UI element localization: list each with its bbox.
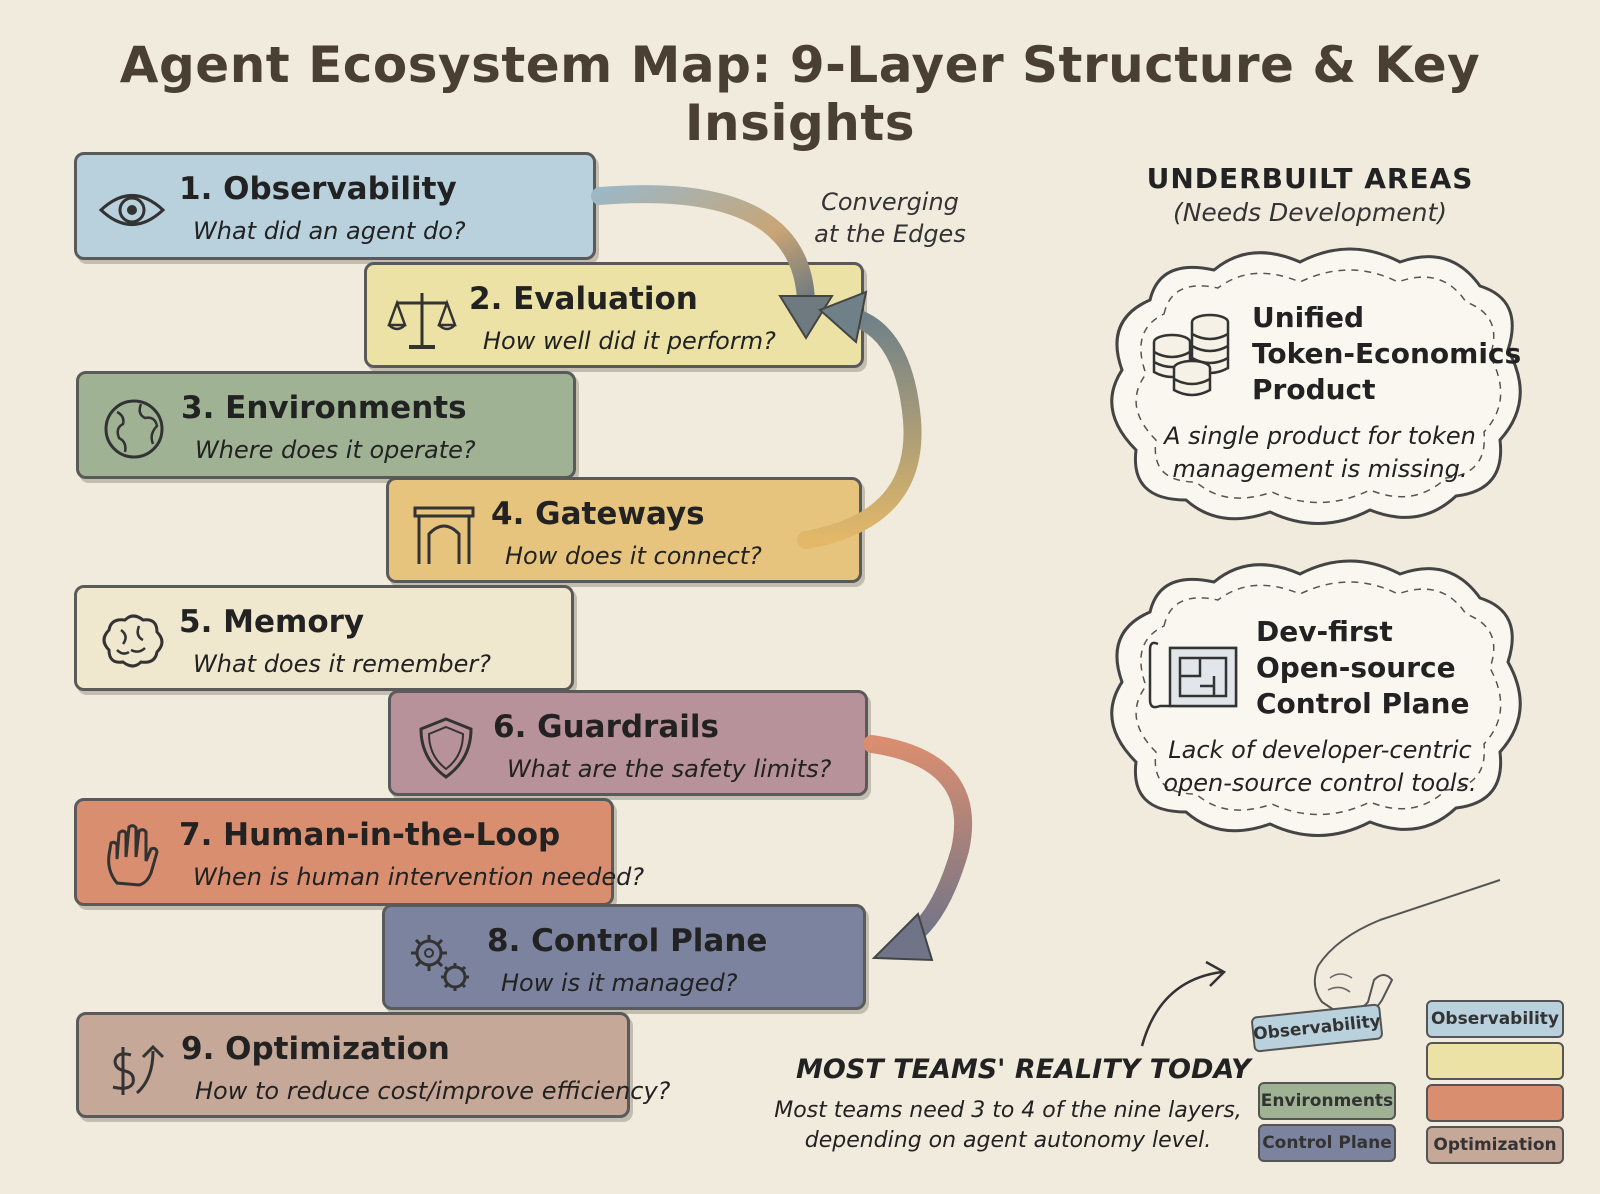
eye-icon: [98, 194, 166, 226]
gears-icon: [411, 935, 469, 991]
reality-description: Most teams need 3 to 4 of the nine layer…: [774, 1098, 1242, 1153]
layer-title: 7. Human-in-the-Loop: [179, 817, 561, 853]
converging-arrow-top: [591, 185, 815, 309]
left-stack-environments: Environments: [1258, 1082, 1396, 1120]
layer-title: 6. Guardrails: [493, 709, 719, 745]
layer-human-in-the-loop: 7. Human-in-the-Loop When is human inter…: [74, 798, 644, 906]
right-stack-optimization: Optimization: [1426, 1126, 1564, 1164]
layer-environments: 3. Environments Where does it operate?: [76, 371, 576, 479]
layer-question: Where does it operate?: [195, 436, 476, 464]
right-stack-block: [1426, 1084, 1564, 1122]
layer-question: How does it connect?: [505, 542, 762, 570]
layer-control-plane: 8. Control Plane How is it managed?: [382, 904, 866, 1010]
page-title: Agent Ecosystem Map: 9-Layer Structure &…: [119, 36, 1481, 152]
hand-sketch: [1313, 879, 1501, 1016]
converging-label-line2: at the Edges: [814, 220, 966, 248]
layer-gateways: 4. Gateways How does it connect?: [386, 477, 862, 583]
underbuilt-item-desc: Lack of developer-centric open-source co…: [1163, 736, 1477, 797]
underbuilt-heading: UNDERBUILT AREAS: [1146, 162, 1474, 195]
layer-optimization: 9. Optimization How to reduce cost/impro…: [76, 1012, 670, 1118]
shield-icon: [419, 717, 473, 779]
reality-heading: MOST TEAMS' REALITY TODAY: [796, 1054, 1251, 1085]
left-stack-control-plane: Control Plane: [1258, 1124, 1396, 1162]
hand-icon: [107, 824, 159, 887]
layer-title: 3. Environments: [181, 390, 467, 426]
cloud-shape-2: [1110, 559, 1522, 837]
right-stack-observability: Observability: [1426, 1000, 1564, 1038]
layer-title: 8. Control Plane: [487, 923, 768, 959]
layer-title: 9. Optimization: [181, 1031, 450, 1067]
layer-title: 1. Observability: [179, 171, 457, 207]
layer-question: How is it managed?: [501, 969, 738, 997]
underbuilt-subheading: (Needs Development): [1172, 198, 1448, 227]
converging-arrow-bottom-head: [818, 290, 868, 344]
layer-observability: 1. Observability What did an agent do?: [74, 152, 596, 260]
converging-arrow-top-head: [778, 295, 834, 340]
underbuilt-item-title: Unified Token-Economics Product: [1252, 301, 1522, 406]
coins-icon: [1152, 313, 1230, 397]
layer-title: 2. Evaluation: [469, 281, 698, 317]
brain-icon: [102, 614, 164, 668]
layer-guardrails: 6. Guardrails What are the safety limits…: [388, 690, 868, 796]
layer-question: How well did it perform?: [483, 327, 776, 355]
scales-icon: [387, 293, 457, 349]
globe-icon: [104, 399, 164, 459]
layer-title: 5. Memory: [179, 604, 365, 640]
guardrails-to-control-arrow-head: [871, 912, 934, 962]
converging-arrow-bottom: [797, 307, 922, 549]
layer-title: 4. Gateways: [491, 496, 705, 532]
layer-question: What did an agent do?: [193, 217, 466, 245]
layer-question: What does it remember?: [193, 650, 491, 678]
layer-question: How to reduce cost/improve efficiency?: [195, 1077, 671, 1105]
guardrails-to-control-arrow: [863, 735, 973, 949]
reality-pointer-arrow: [1140, 960, 1227, 1047]
archway-icon: [413, 506, 475, 564]
dollar-arrow-icon: [112, 1044, 165, 1095]
underbuilt-item-desc: A single product for token management is…: [1164, 422, 1476, 483]
layer-question: When is human intervention needed?: [193, 863, 645, 891]
converging-label-line1: Converging: [821, 188, 959, 216]
layer-memory: 5. Memory What does it remember?: [74, 585, 574, 691]
layer-question: What are the safety limits?: [507, 755, 832, 783]
underbuilt-item-title: Dev-first Open-source Control Plane: [1256, 615, 1470, 720]
layer-evaluation: 2. Evaluation How well did it perform?: [364, 262, 864, 368]
converging-label: Converging at the Edges: [790, 186, 990, 250]
right-stack-block: [1426, 1042, 1564, 1080]
blueprint-icon: [1148, 641, 1238, 709]
